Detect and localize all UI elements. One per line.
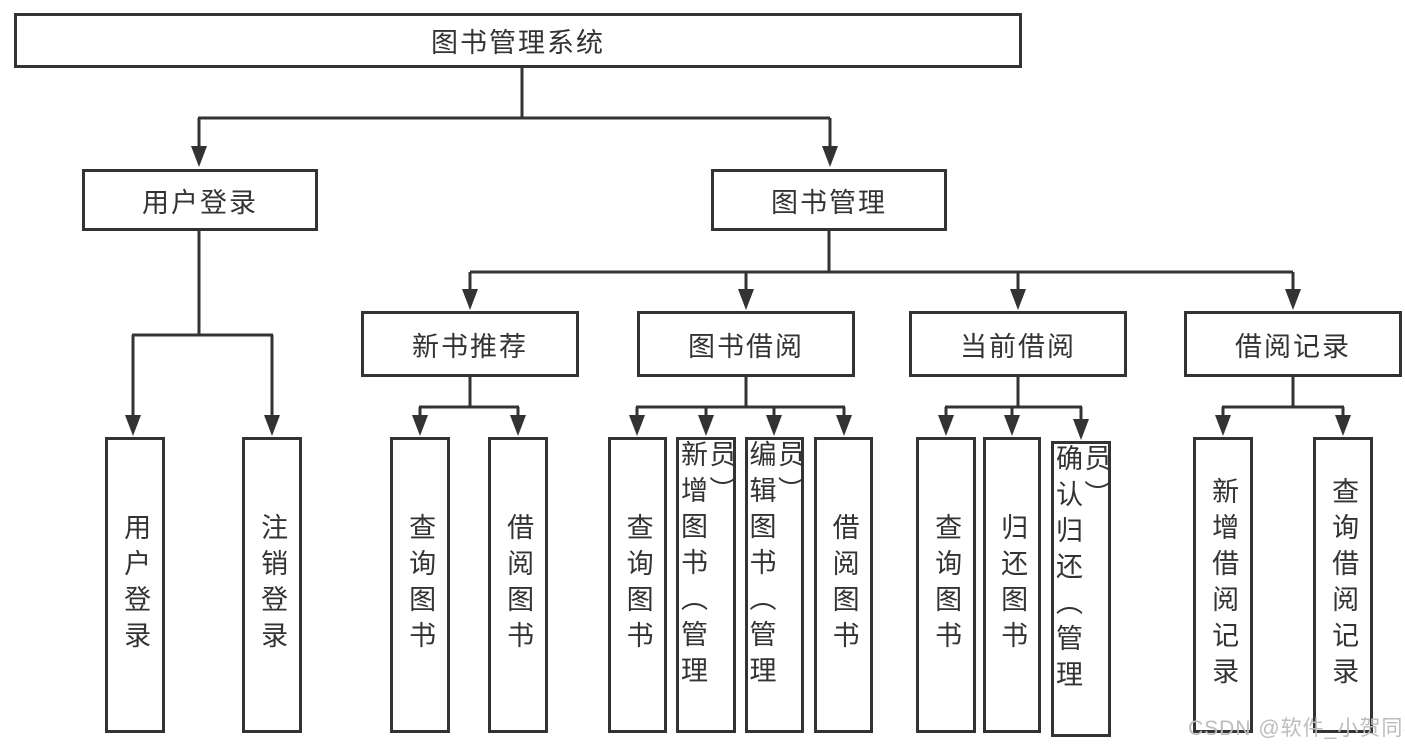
leaf-label: 查询图书 [931, 513, 962, 657]
leaf-user-login: 用户登录 [105, 437, 165, 733]
node-user-login: 用户登录 [82, 169, 318, 231]
leaf-label: 编辑图书（管理员） [745, 440, 804, 692]
leaf-label: 注销登录 [257, 513, 288, 657]
node-book-borrow: 图书借阅 [637, 311, 855, 377]
leaf-borrow-book: 借阅图书 [814, 437, 873, 733]
leaf-borrow-query-book: 查询图书 [608, 437, 667, 733]
leaf-confirm-return-admin: 确认归还（管理员） [1051, 441, 1111, 737]
leaf-query-borrow-record: 查询借阅记录 [1313, 437, 1373, 733]
node-current-borrow: 当前借阅 [909, 311, 1127, 377]
leaf-label: 借阅图书 [503, 513, 534, 657]
leaf-label: 归还图书 [997, 513, 1028, 657]
leaf-label: 借阅图书 [828, 513, 859, 657]
leaf-label: 查询借阅记录 [1328, 477, 1359, 693]
leaf-add-borrow-record: 新增借阅记录 [1193, 437, 1253, 733]
leaf-label: 新增图书（管理员） [677, 440, 736, 692]
leaf-logout: 注销登录 [242, 437, 302, 733]
leaf-add-book-admin: 新增图书（管理员） [676, 437, 736, 733]
leaf-edit-book-admin: 编辑图书（管理员） [745, 437, 804, 733]
leaf-label: 确认归还（管理员） [1052, 444, 1111, 696]
leaf-return-book: 归还图书 [983, 437, 1041, 733]
leaf-label: 用户登录 [120, 513, 151, 657]
leaf-recommend-borrow-book: 借阅图书 [488, 437, 548, 733]
leaf-current-query-book: 查询图书 [916, 437, 976, 733]
node-new-book-recommend: 新书推荐 [361, 311, 579, 377]
leaf-recommend-query-book: 查询图书 [390, 437, 450, 733]
node-borrow-record: 借阅记录 [1184, 311, 1402, 377]
leaf-label: 查询图书 [405, 513, 436, 657]
leaf-label: 新增借阅记录 [1208, 477, 1239, 693]
node-book-management: 图书管理 [711, 169, 947, 231]
node-library-system: 图书管理系统 [14, 13, 1022, 68]
leaf-label: 查询图书 [622, 513, 653, 657]
csdn-watermark: CSDN @软件_小贺同学 [1188, 717, 1405, 740]
